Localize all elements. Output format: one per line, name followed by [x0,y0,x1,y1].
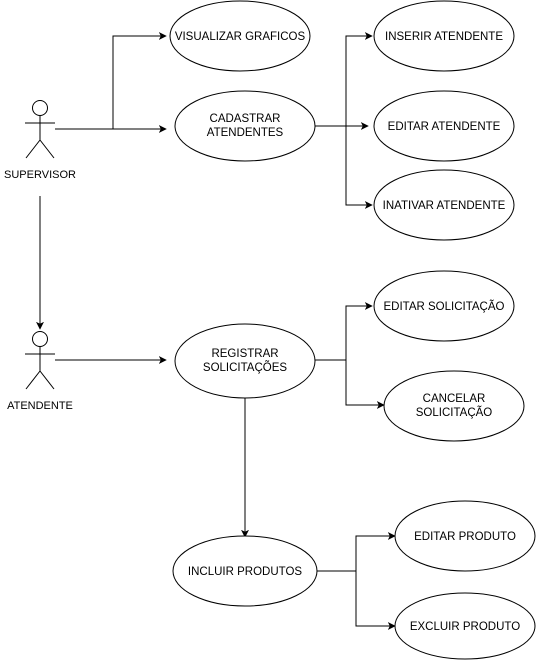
use-case-cancelar-solicitacao-label-line1: CANCELAR [423,393,486,405]
use-case-inserir-atendente: INSERIR ATENDENTE [373,0,515,72]
actor-atendente-head [32,331,48,347]
use-case-editar-produto-label: EDITAR PRODUTO [414,531,516,543]
actor-supervisor-head [32,100,48,116]
actor-atendente: ATENDENTE [7,331,73,412]
use-case-registrar-solicitacoes-label-line2: SOLICITAÇÕES [203,361,287,374]
use-case-cadastrar-atendentes-label-line1: CADASTRAR [210,113,281,125]
edge-cadastrar-inativar [345,126,373,209]
use-case-cancelar-solicitacao: CANCELAR SOLICITAÇÃO [383,370,525,442]
use-case-editar-atendente-label: EDITAR ATENDENTE [388,121,501,133]
use-case-cadastrar-atendentes: CADASTRAR ATENDENTES [174,90,316,162]
edge-cadastrar-inserir [315,32,373,127]
use-case-cadastrar-atendentes-label-line2: ATENDENTES [207,127,284,139]
edge-supervisor-visualizar [55,32,167,130]
use-case-inserir-atendente-label: INSERIR ATENDENTE [385,31,503,43]
use-case-editar-produto: EDITAR PRODUTO [394,500,536,572]
use-case-visualizar-graficos-label: VISUALIZAR GRAFICOS [175,31,306,43]
use-case-incluir-produtos: INCLUIR PRODUTOS [172,535,318,607]
use-case-inativar-atendente-label: INATIVAR ATENDENTE [383,200,506,212]
use-case-incluir-produtos-label: INCLUIR PRODUTOS [188,566,302,578]
use-case-cancelar-solicitacao-label-line2: SOLICITAÇÃO [416,406,493,419]
use-case-excluir-produto: EXCLUIR PRODUTO [394,592,536,660]
use-case-registrar-solicitacoes: REGISTRAR SOLICITAÇÕES [174,323,316,399]
edge-incluir-excluir-produto [355,571,396,630]
use-case-inativar-atendente: INATIVAR ATENDENTE [373,169,515,241]
actor-supervisor: SUPERVISOR [4,100,76,181]
edge-registrar-editar-solicitacao [315,302,373,361]
connectors [36,32,396,630]
use-case-visualizar-graficos: VISUALIZAR GRAFICOS [169,0,311,72]
use-case-registrar-solicitacoes-label-line1: REGISTRAR [211,348,278,360]
edge-incluir-editar-produto [317,532,396,572]
edge-registrar-cancelar [345,360,385,409]
use-case-editar-atendente: EDITAR ATENDENTE [373,90,515,162]
actor-atendente-label: ATENDENTE [7,400,73,412]
use-case-editar-solicitacao-label: EDITAR SOLICITAÇÃO [384,300,505,313]
use-case-excluir-produto-label: EXCLUIR PRODUTO [410,621,520,633]
use-case-editar-solicitacao: EDITAR SOLICITAÇÃO [373,270,515,342]
actor-supervisor-label: SUPERVISOR [4,169,76,181]
